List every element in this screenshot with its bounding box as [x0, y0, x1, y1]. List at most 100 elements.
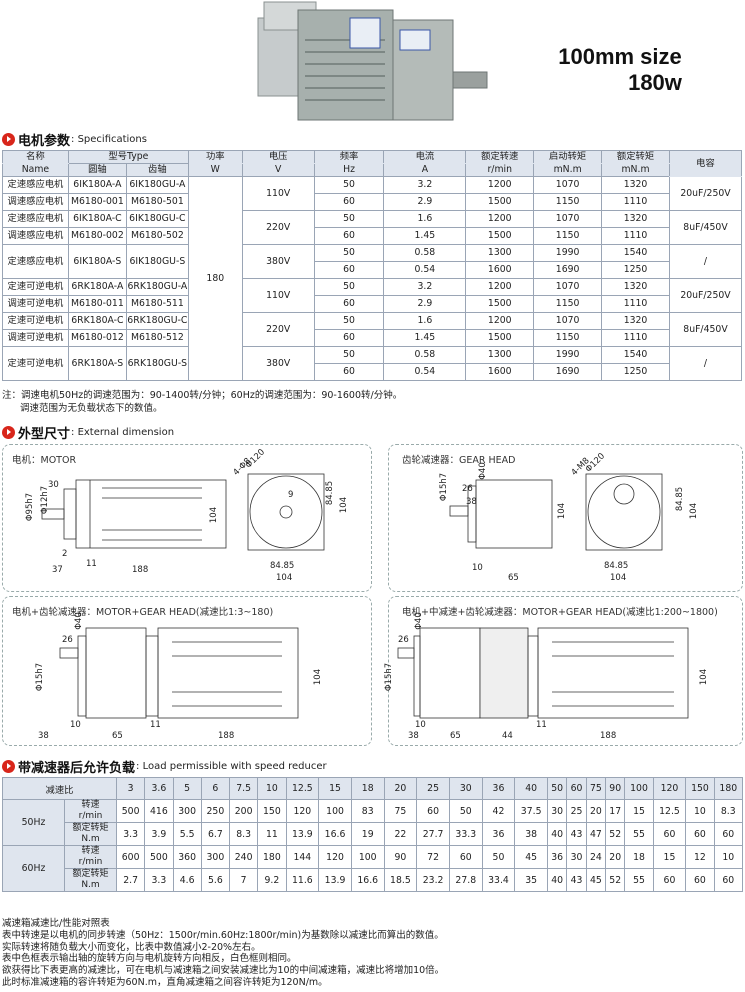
spec-start-torque-cell: 1070	[533, 278, 603, 296]
speed-value-cell: 30	[566, 845, 587, 869]
ratio-cell: 90	[605, 777, 626, 800]
spec-start-torque-cell: 1150	[533, 193, 603, 211]
spec-start-torque-cell: 1150	[533, 295, 603, 313]
motor-drawing	[41, 473, 325, 551]
spec-round-cell: M6180-012	[67, 329, 127, 347]
speed-value-cell: 100	[350, 845, 385, 869]
hdr-speed-unit: r/min	[465, 163, 535, 177]
speed-label-cell-unit: r/min	[78, 811, 103, 821]
speed-value-cell: 100	[318, 799, 352, 823]
speed-value-cell: 200	[228, 799, 259, 823]
ratio-cell: 3.6	[144, 777, 174, 800]
speed-value-cell: 180	[257, 845, 287, 869]
torque-value-cell: 60	[685, 822, 715, 846]
dim-label: 38	[466, 497, 477, 507]
spec-gear-cell: 6RK180GU-C	[125, 312, 189, 330]
motor-gear-drawing	[59, 627, 299, 719]
spec-name-cell: 定速可逆电机	[2, 346, 69, 381]
speed-value-cell: 24	[585, 845, 607, 869]
dim-section-heading: 外型尺寸 : External dimension	[2, 424, 174, 442]
spec-round-cell: 6RK180A-C	[67, 312, 127, 330]
spec-freq-cell: 60	[313, 261, 385, 279]
speed-value-cell: 37.5	[514, 799, 548, 823]
spec-cap-cell: 8uF/450V	[668, 210, 743, 245]
dim-label: 104	[276, 573, 293, 583]
torque-value-cell: 40	[546, 868, 568, 892]
spec-rated-torque-cell: 1540	[601, 346, 670, 364]
spec-round-cell: 6IK180A-S	[67, 244, 127, 279]
speed-value-cell: 8.3	[713, 799, 744, 823]
dim-label: 26	[62, 635, 73, 645]
speed-value-cell: 90	[383, 845, 418, 869]
ratio-cell: 15	[318, 777, 352, 800]
bottom-note-line: 表中转速是以电机的同步转速（50Hz：1500r/min.60Hz:1800r/…	[2, 929, 444, 941]
hdr-power-unit: W	[187, 163, 243, 177]
spec-speed-cell: 1300	[465, 346, 535, 364]
spec-gear-cell: 6RK180GU-S	[125, 346, 189, 381]
hdr-speed: 额定转速	[465, 150, 535, 164]
gear-head-drawing-panel	[388, 444, 743, 592]
ratio-cell: 75	[585, 777, 607, 800]
speed-value-cell: 20	[585, 799, 607, 823]
hdr-current-unit: A	[383, 163, 467, 177]
bottom-note-line: 此时标准减速箱的容许转矩为60N.m，直角减速箱之间容许转矩为120N/m。	[2, 976, 328, 988]
spec-start-torque-cell: 1070	[533, 312, 603, 330]
spec-voltage-cell: 220V	[241, 312, 315, 347]
spec-current-cell: 0.54	[383, 363, 467, 381]
spec-start-torque-cell: 1990	[533, 346, 603, 364]
speed-value-cell: 120	[318, 845, 352, 869]
spec-rated-torque-cell: 1110	[601, 295, 670, 313]
motor-product-photo	[257, 1, 488, 121]
dim-label: 188	[218, 731, 235, 741]
torque-value-cell: 4.6	[172, 868, 202, 892]
spec-current-cell: 2.9	[383, 295, 467, 313]
gear-head-drawing-label: 齿轮减速器：GEAR HEAD	[402, 455, 516, 466]
dim-label: 104	[689, 502, 700, 520]
spec-name-cell: 调速可逆电机	[2, 329, 69, 347]
speed-value-cell: 50	[448, 799, 483, 823]
ratio-cell: 5	[172, 777, 202, 800]
spec-voltage-cell: 110V	[241, 278, 315, 313]
dim-label: 11	[86, 559, 97, 569]
torque-value-cell: 33.3	[448, 822, 483, 846]
torque-value-cell: 43	[566, 822, 587, 846]
torque-value-cell: 9.2	[257, 868, 287, 892]
spec-speed-cell: 1500	[465, 329, 535, 347]
speed-value-cell: 30	[546, 799, 568, 823]
spec-speed-cell: 1500	[465, 295, 535, 313]
spec-start-torque-cell: 1150	[533, 227, 603, 245]
speed-value-cell: 25	[566, 799, 587, 823]
spec-speed-cell: 1200	[465, 210, 535, 228]
dim-label: Φ15h7	[35, 662, 46, 692]
spec-speed-cell: 1300	[465, 244, 535, 262]
speed-value-cell: 60	[416, 799, 450, 823]
arrow-bullet-icon	[2, 425, 15, 439]
spec-name-cell: 调速感应电机	[2, 227, 69, 245]
spec-voltage-cell: 110V	[241, 176, 315, 211]
spec-rated-torque-cell: 1320	[601, 176, 670, 194]
spec-freq-cell: 50	[313, 278, 385, 296]
load-heading-en: : Load permissible with speed reducer	[136, 760, 327, 772]
load-section-heading: 带减速器后允许负载 : Load permissible with speed …	[2, 758, 327, 776]
torque-value-cell: 11	[257, 822, 287, 846]
spec-table: 名称 型号Type 功率 电压 频率 电流 额定转速 启动转矩 额定转矩 电容 …	[2, 150, 743, 381]
spec-freq-cell: 60	[313, 227, 385, 245]
torque-value-cell: 60	[652, 822, 687, 846]
ratio-cell: 40	[514, 777, 548, 800]
torque-value-cell: 60	[685, 868, 715, 892]
spec-speed-cell: 1200	[465, 278, 535, 296]
motor-mid-gear-drawing	[397, 627, 689, 719]
spec-freq-cell: 60	[313, 295, 385, 313]
spec-name-cell: 定速可逆电机	[2, 312, 69, 330]
speed-value-cell: 83	[350, 799, 385, 823]
hdr-freq-unit: Hz	[313, 163, 385, 177]
ratio-cell: 120	[652, 777, 687, 800]
